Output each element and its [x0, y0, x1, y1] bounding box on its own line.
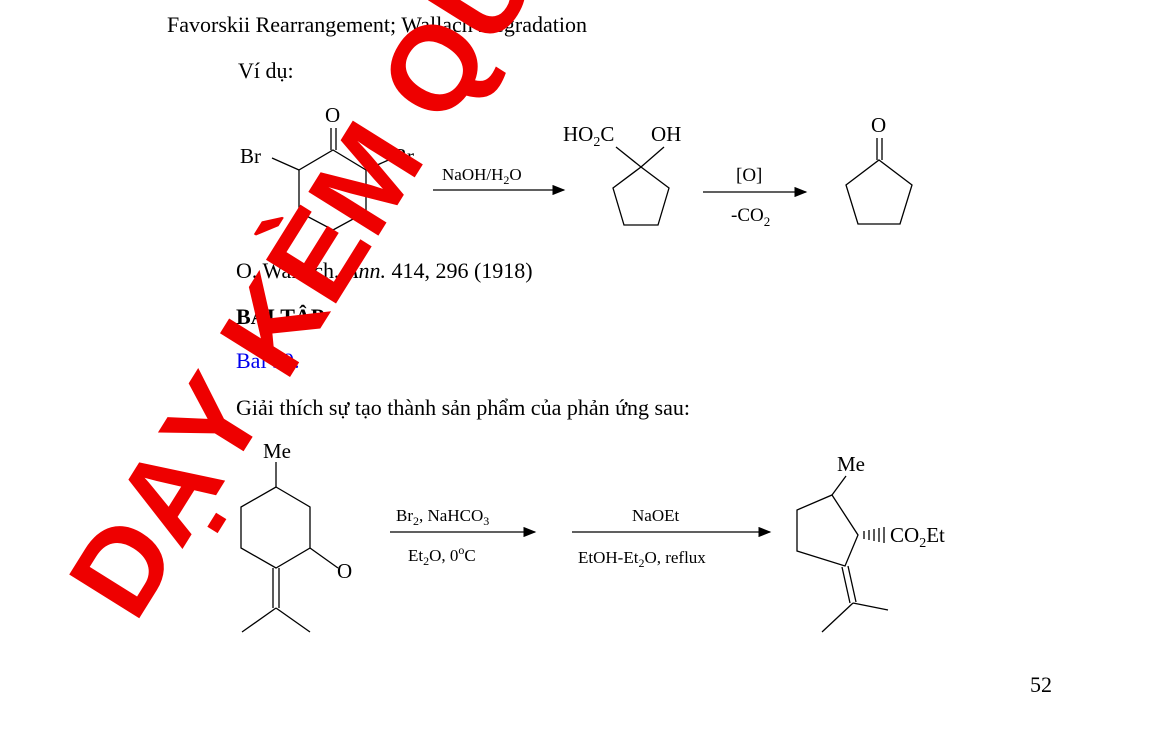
reaction-arrow-3: Br2, NaHCO3 Et2O, 0oC	[390, 506, 537, 568]
page-number: 52	[1030, 672, 1052, 697]
reaction-arrow-2: [O] -CO2	[703, 165, 808, 229]
reagent-sodium-ethoxide: NaOEt	[632, 506, 679, 525]
reagent-reflux: EtOH-Et2O, reflux	[578, 548, 706, 570]
hydroxy-cyclopentane-carboxylic-acid-structure: HO2C OH	[563, 122, 681, 226]
body-text-line: Favorskii Rearrangement; Wallach Degrada…	[167, 12, 587, 37]
reagent-naoh-water: NaOH/H2O	[442, 165, 522, 187]
ketone-oxygen-label-pulegone: O	[337, 559, 352, 583]
hydroxyl-label: OH	[651, 122, 681, 146]
question-text: Giải thích sự tạo thành sản phẩm của phả…	[236, 395, 690, 420]
pulegone-structure: Me O	[240, 439, 352, 633]
bromine-label-right: Br	[393, 144, 414, 168]
example-label: Ví dụ:	[238, 58, 294, 83]
dibromocyclohexanone-structure: O Br Br	[240, 103, 414, 231]
reference-details: 414, 296 (1918)	[391, 258, 533, 283]
reagent-decarboxylation: -CO2	[731, 205, 770, 229]
cyclopentane-ester-structure: Me CO2Et	[796, 452, 945, 633]
methyl-label-product: Me	[837, 452, 865, 476]
reaction-arrow-1: NaOH/H2O	[433, 165, 566, 196]
reagent-oxidation: [O]	[736, 165, 762, 186]
bromine-label-left: Br	[240, 144, 261, 168]
reference-author: O. Wallach,	[236, 258, 340, 283]
reagent-solvent-temperature: Et2O, 0oC	[408, 543, 476, 568]
exercise-number: Bài 59.	[236, 348, 300, 373]
hashed-wedge-bond	[863, 527, 885, 543]
methyl-label: Me	[263, 439, 291, 463]
cyclopentanone-structure: O	[845, 113, 913, 225]
ketone-oxygen-label: O	[325, 103, 340, 127]
reference-journal: Ann.	[345, 258, 386, 283]
ethyl-ester-label: CO2Et	[890, 523, 945, 551]
carboxylic-acid-label: HO2C	[563, 122, 614, 150]
ketone-oxygen-label-product: O	[871, 113, 886, 137]
reaction-arrow-4: NaOEt EtOH-Et2O, reflux	[572, 506, 772, 570]
exercise-heading: BÀI TẬP	[236, 304, 325, 329]
reference: O. Wallach, Ann. 414, 296 (1918)	[236, 260, 533, 282]
reagent-bromination: Br2, NaHCO3	[396, 506, 489, 528]
